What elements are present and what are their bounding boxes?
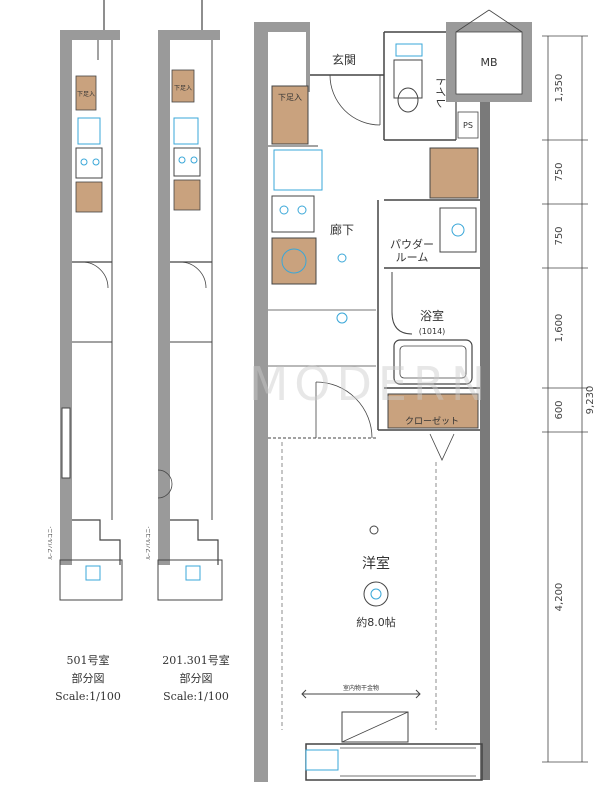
- closet: [387, 393, 479, 429]
- storage-cabinet: [429, 147, 479, 199]
- partial-view-caption: 201.301号室 部分図 Scale:1/100: [146, 652, 246, 706]
- window: [61, 407, 71, 479]
- dimension-line: 1,350 750 750 1,600 600 4,200 9,230: [542, 35, 596, 763]
- clothes-rail-label: 室内物干金物: [343, 684, 379, 692]
- toilet-bowl: [397, 87, 419, 113]
- mb-shaft: [455, 31, 523, 95]
- svg-text:ル-フバルコニ-: ル-フバルコニ-: [146, 526, 152, 560]
- dimension-label: 1,350: [554, 74, 565, 103]
- balcony: [59, 559, 123, 601]
- fixture: [173, 117, 199, 145]
- partial-view-caption: 501号室 部分図 Scale:1/100: [46, 652, 130, 706]
- wall-left: [254, 22, 268, 782]
- washer: [173, 179, 201, 211]
- room-label-bath: 浴室: [420, 308, 444, 323]
- room-label-powder: パウダールーム: [390, 237, 434, 264]
- room-label-closet: クローゼット: [405, 415, 459, 427]
- caption-subtitle: 部分図: [71, 672, 105, 685]
- caption-scale: Scale:1/100: [163, 690, 229, 703]
- caption-subtitle: 部分図: [179, 672, 213, 685]
- wall: [306, 22, 310, 92]
- room-label-ps: PS: [463, 121, 473, 130]
- toilet-fixture: [393, 59, 423, 99]
- balcony: [157, 559, 223, 601]
- utility-cabinet: [273, 149, 323, 191]
- dimension-label: 1,600: [554, 314, 565, 343]
- shoe-cabinet: [75, 75, 97, 111]
- wall: [60, 30, 72, 565]
- room-label-genkan: 玄関: [332, 52, 356, 67]
- bathtub: [393, 339, 473, 385]
- sink: [75, 147, 103, 179]
- ceiling-light: [363, 581, 389, 607]
- svg-text:下足入: 下足入: [174, 85, 192, 92]
- wall: [158, 30, 220, 40]
- room-label-rouka: 廊下: [330, 222, 354, 237]
- sink: [173, 147, 201, 177]
- room-label-toilet: トイレ: [434, 76, 447, 109]
- dimension-label: 600: [554, 400, 565, 419]
- caption-title: 201.301号室: [162, 654, 230, 667]
- shoe-cabinet: [171, 69, 195, 103]
- wall: [158, 30, 170, 565]
- dimension-label: 4,200: [554, 583, 565, 612]
- wall-top: [254, 22, 306, 32]
- powder-sink: [439, 207, 477, 253]
- caption-scale: Scale:1/100: [55, 690, 121, 703]
- dimension-label: 750: [554, 162, 565, 181]
- kitchen-sink: [271, 195, 315, 233]
- dimension-label: 750: [554, 226, 565, 245]
- svg-text:下足入: 下足入: [77, 91, 95, 98]
- washer: [75, 181, 103, 213]
- ps-box: [457, 111, 479, 139]
- wall-right: [480, 100, 490, 780]
- wall: [60, 30, 120, 40]
- total-dimension: 9,230: [585, 386, 596, 415]
- room-label-youshitsu: 洋室: [362, 555, 390, 572]
- caption-title: 501号室: [66, 654, 110, 667]
- watermark: MODERN: [249, 357, 492, 411]
- washer-space: [271, 237, 317, 285]
- main-unit: [254, 9, 532, 782]
- shoe-cabinet-label: 下足入: [278, 93, 302, 102]
- bath-size-label: (1014): [419, 327, 446, 336]
- fixture: [77, 117, 101, 145]
- shoe-cabinet: [271, 85, 309, 145]
- partial-view-501: 下足入 ル-フバルコニ-: [48, 0, 123, 601]
- partial-view-201-301: 下足入 ル-フバルコニ-: [146, 0, 223, 601]
- svg-text:ル-フバルコニ-: ル-フバルコニ-: [48, 526, 54, 560]
- room-label-mb: MB: [480, 56, 497, 69]
- room-area-label: 約8.0帖: [356, 615, 396, 629]
